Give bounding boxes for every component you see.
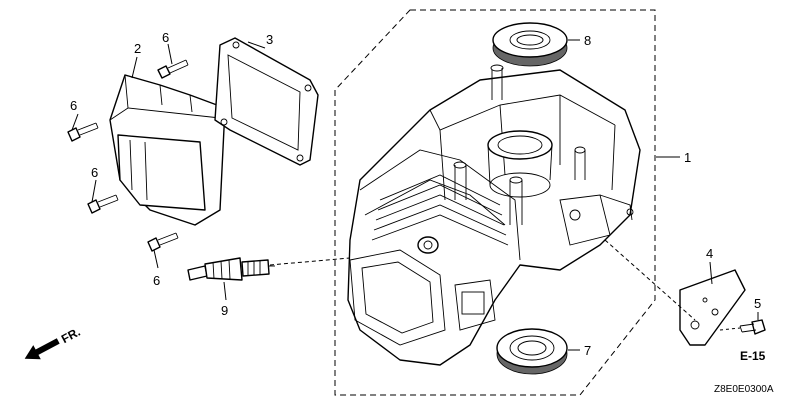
callout-1: 1: [684, 150, 691, 165]
callout-3: 3: [266, 32, 273, 47]
leader-lines: [71, 39, 759, 351]
callout-5: 5: [754, 296, 761, 311]
cylinder-block[interactable]: [347, 64, 641, 366]
section-reference[interactable]: E-15: [740, 349, 766, 363]
callout-8: 8: [584, 33, 591, 48]
callout-6d: 6: [153, 273, 160, 288]
oil-seal-top[interactable]: [492, 22, 568, 67]
spark-plug[interactable]: [187, 257, 275, 281]
head-cover-gasket[interactable]: [214, 37, 319, 166]
callout-7: 7: [584, 343, 591, 358]
callout-9: 9: [221, 303, 228, 318]
diagram-code: Z8E0E0300A: [714, 384, 774, 395]
flange-bolt-d[interactable]: [147, 232, 179, 252]
flange-bolt-c[interactable]: [87, 194, 119, 214]
callout-6b: 6: [70, 98, 77, 113]
bolt-5[interactable]: [739, 319, 766, 335]
assembly-outline: [334, 9, 656, 396]
head-cover[interactable]: [109, 74, 226, 226]
side-cover-plate[interactable]: [679, 269, 746, 346]
callout-4: 4: [706, 246, 713, 261]
flange-bolt-a[interactable]: [157, 59, 189, 79]
callout-6c: 6: [91, 165, 98, 180]
flange-bolt-b[interactable]: [67, 122, 99, 142]
callout-6a: 6: [162, 30, 169, 45]
front-arrow-icon: FR.: [24, 325, 83, 360]
oil-seal-bottom[interactable]: [496, 328, 568, 375]
callout-2: 2: [134, 41, 141, 56]
front-arrow-label: FR.: [59, 325, 83, 346]
